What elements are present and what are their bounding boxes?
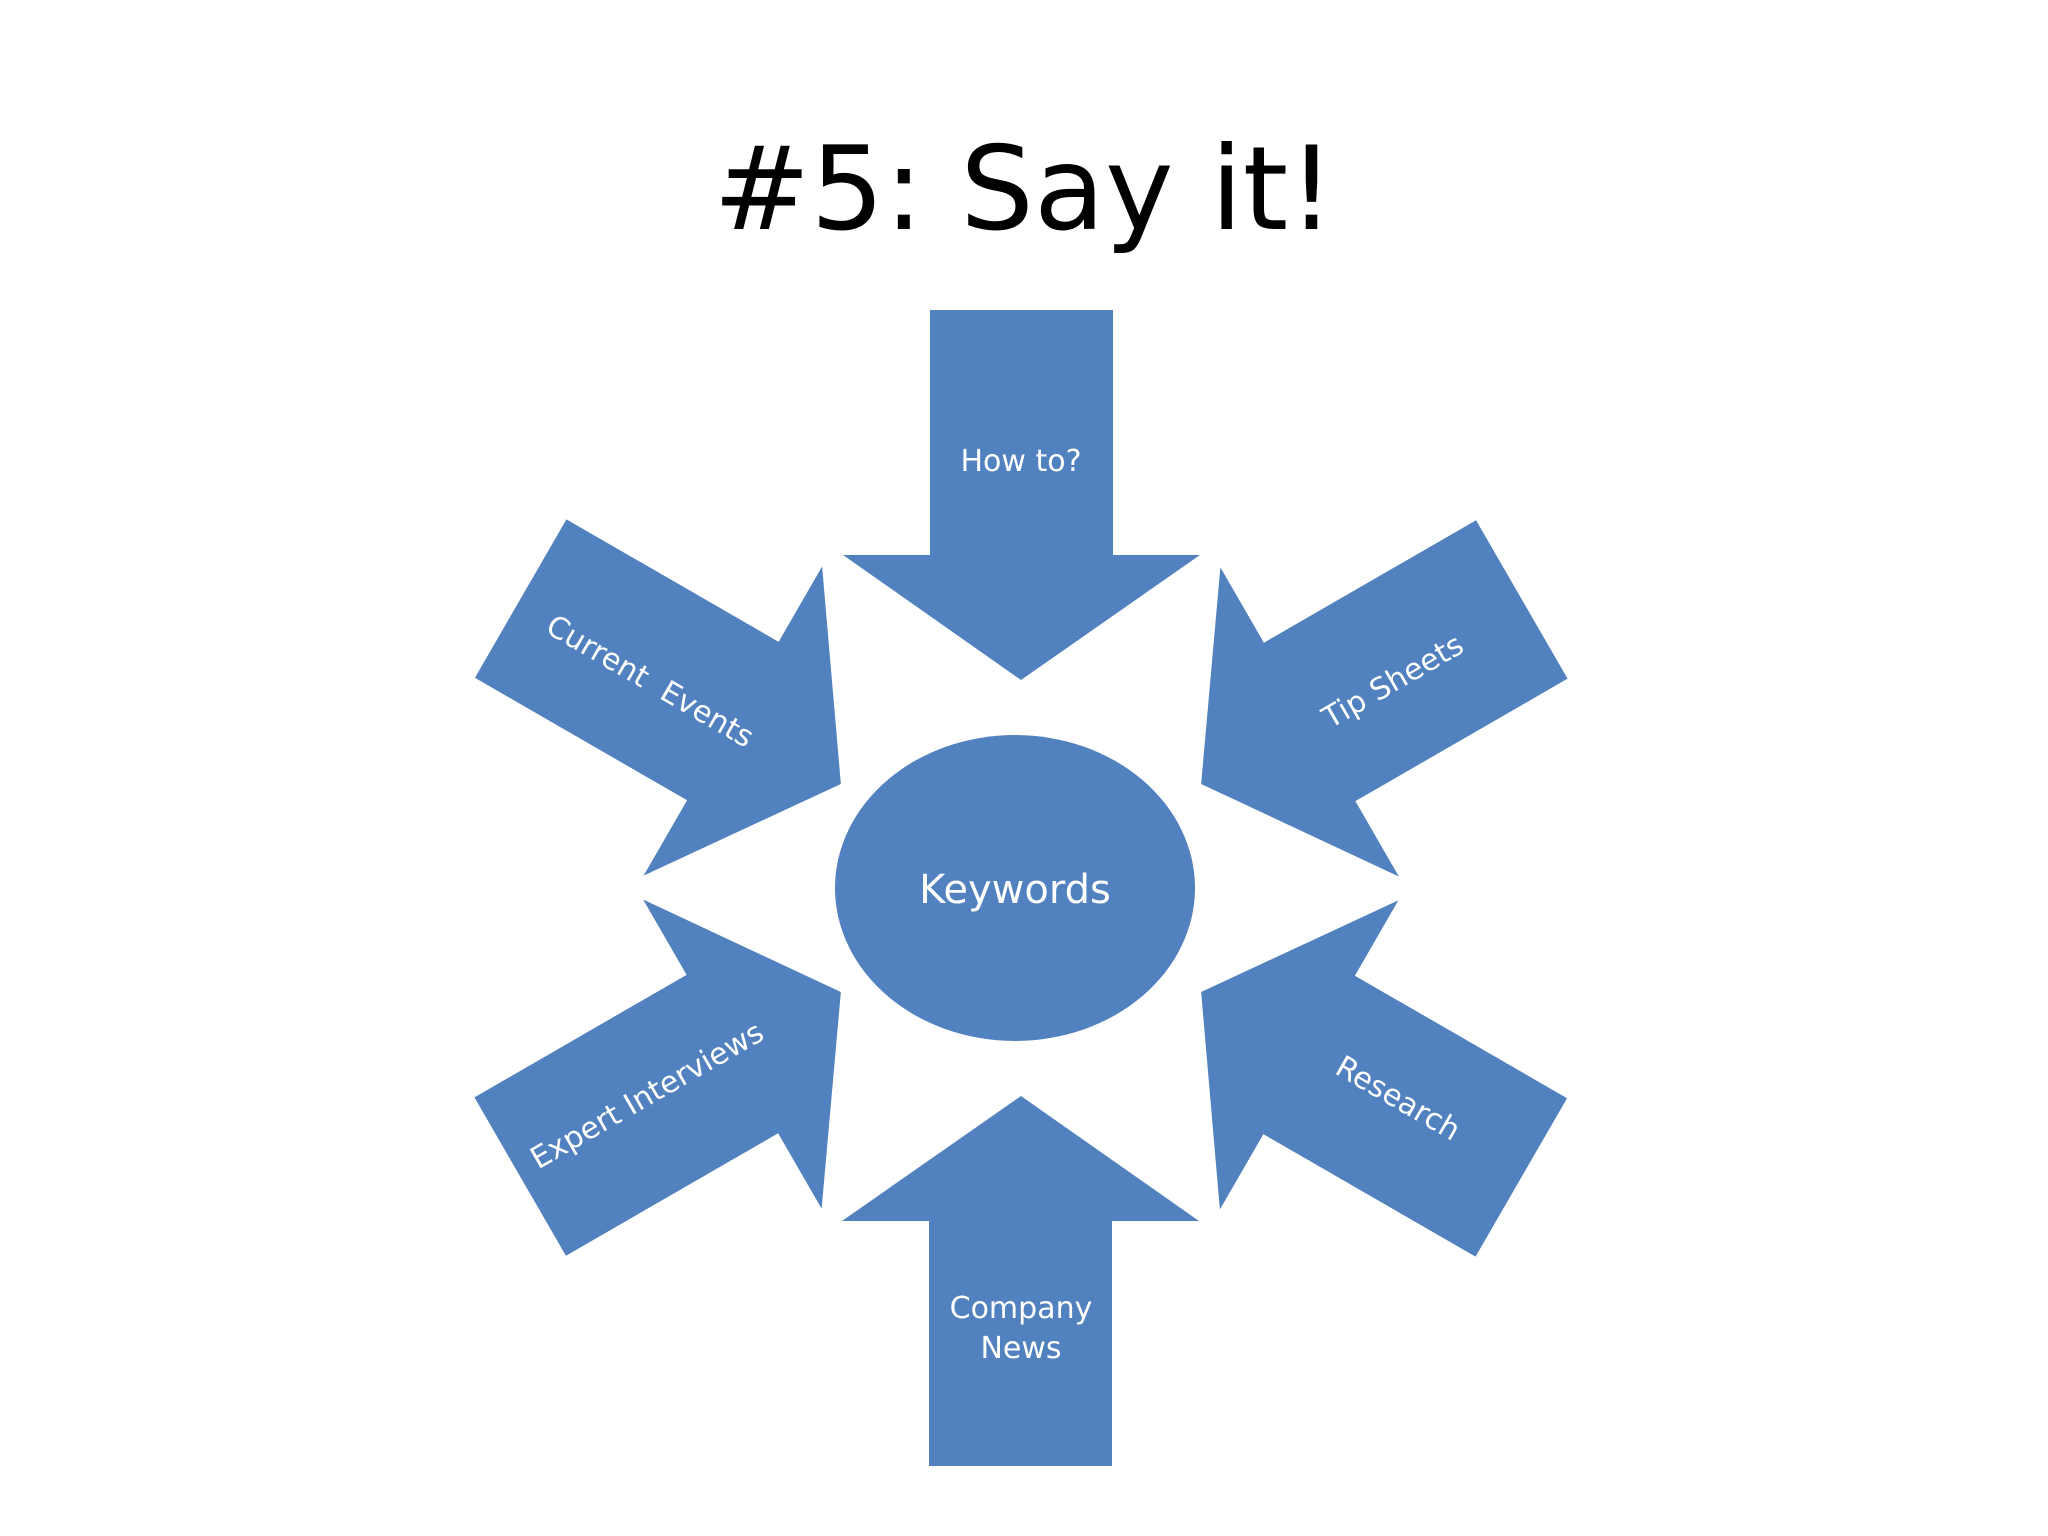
- hub-label: Keywords: [919, 867, 1111, 913]
- arrow-research: [1201, 900, 1568, 1257]
- keywords-hub: [835, 735, 1195, 1041]
- arrow-how-to: [843, 310, 1200, 680]
- arrow-label-company-news-line2: News: [980, 1331, 1061, 1366]
- arrow-label-company-news-line1: Company: [950, 1291, 1093, 1326]
- arrow-label-how-to: How to?: [960, 444, 1081, 479]
- arrow-expert-interviews: [474, 899, 841, 1256]
- arrow-company-news: [842, 1096, 1199, 1466]
- arrow-tip-sheets: [1201, 520, 1568, 877]
- arrow-current-events: [474, 519, 841, 876]
- slide-title: #5: Say it!: [713, 122, 1335, 257]
